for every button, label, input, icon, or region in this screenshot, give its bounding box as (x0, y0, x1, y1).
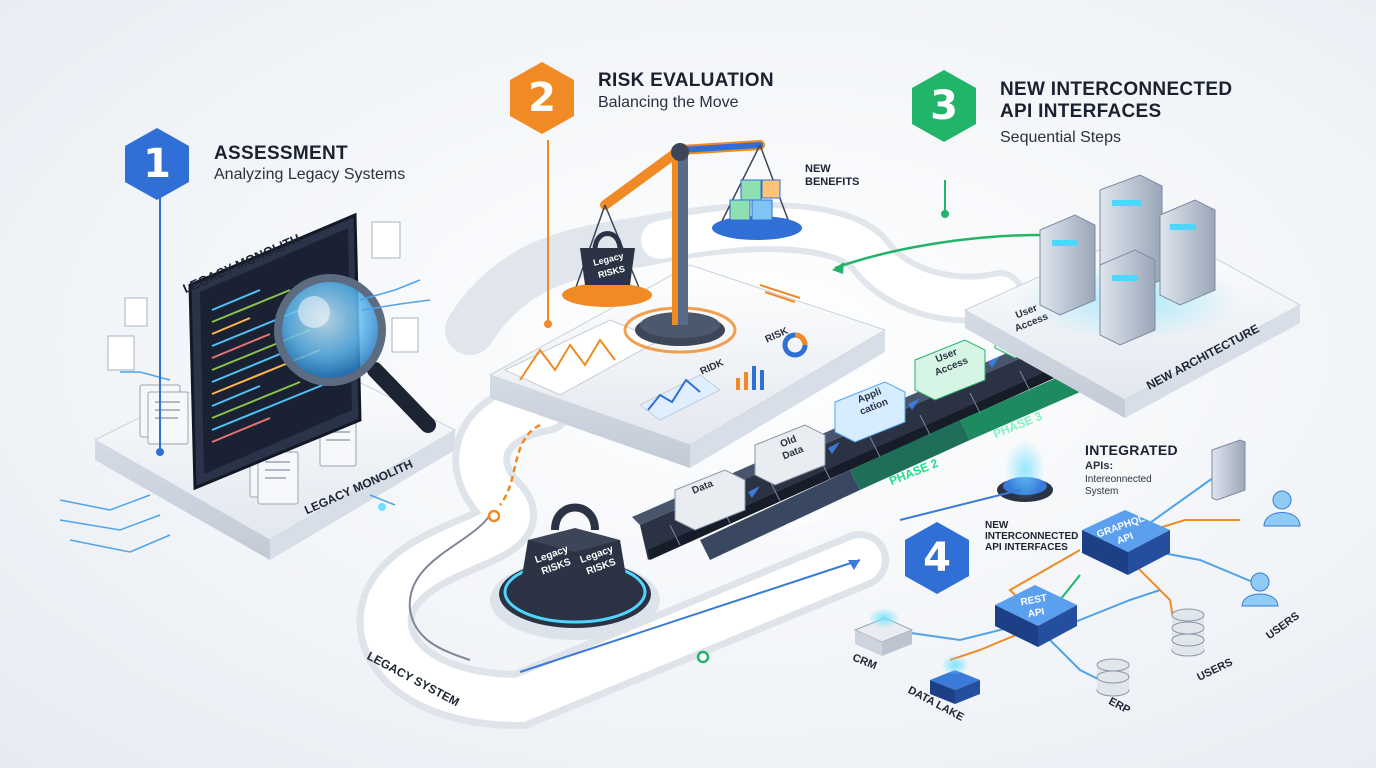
step-4-badge: 4 (905, 522, 969, 594)
step-2-badge: 2 (510, 62, 574, 134)
new-api-line2: INTERCONNECTED (985, 531, 1079, 542)
benefits-line1: NEW (805, 163, 831, 175)
new-api-line3: API INTERFACES (985, 542, 1068, 553)
step-1-subtitle: Analyzing Legacy Systems (214, 166, 406, 183)
new-architecture-platform (941, 174, 1302, 418)
integrated-system-line2: System (1085, 486, 1119, 497)
step-4-number: 4 (923, 535, 951, 581)
benefits-line2: BENEFITS (805, 176, 860, 188)
step-2-subtitle: Balancing the Move (598, 94, 739, 111)
step-3-number: 3 (930, 83, 958, 129)
step-3-title-line1: NEW INTERCONNECTED (1000, 79, 1233, 100)
phase-conveyor (632, 297, 1090, 560)
legacy-weight (490, 503, 660, 640)
step-1-title: ASSESSMENT (214, 143, 348, 164)
step-2-number: 2 (528, 75, 556, 121)
integration-network (853, 439, 1301, 704)
integrated-system-line1: Intereonnected (1085, 474, 1152, 485)
step-2-title: RISK EVALUATION (598, 70, 774, 91)
new-api-interfaces-label: NEW INTERCONNECTED API INTERFACES (985, 520, 1078, 553)
step-3-title-line2: API INTERFACES (1000, 101, 1162, 122)
integrated-title: INTEGRATED (1085, 442, 1178, 458)
step-3-subtitle: Sequential Steps (1000, 129, 1121, 146)
step-1-badge: 1 (125, 128, 189, 200)
new-api-line1: NEW (985, 520, 1009, 531)
integrated-apis-label: APIs: (1085, 460, 1114, 472)
benefits-label: NEW BENEFITS (805, 163, 859, 189)
integrated-system-label: Intereonnected System (1085, 474, 1152, 498)
assessment-platform (59, 195, 457, 560)
risk-platform (488, 140, 887, 468)
step-1-number: 1 (143, 141, 171, 187)
step-3-badge: 3 (912, 70, 976, 142)
step-3-title: NEW INTERCONNECTED API INTERFACES (1000, 79, 1232, 123)
